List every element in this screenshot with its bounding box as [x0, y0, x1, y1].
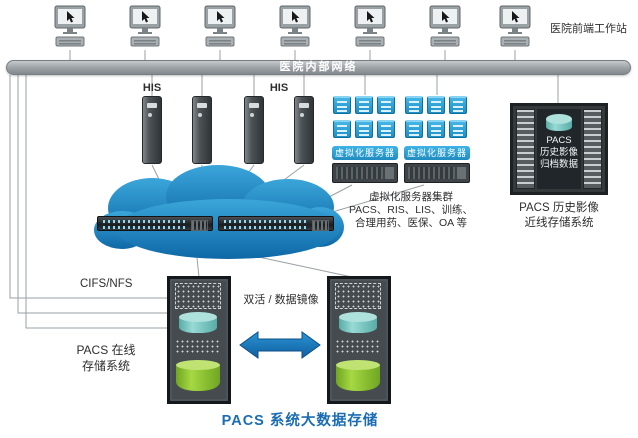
- drive-tray-icon: [335, 339, 381, 355]
- cursor-icon: [142, 11, 150, 23]
- drive-tray-icon: [175, 339, 221, 355]
- archive-panel-line: PACS: [546, 135, 572, 146]
- mirror-storage-server: [327, 276, 391, 404]
- network-switch: [97, 216, 213, 231]
- virtualization-server-badge: 虚拟化服务器: [404, 146, 470, 160]
- database-cylinder-icon: [179, 312, 217, 333]
- virtual-server-icon: [405, 96, 423, 114]
- virtualization-cluster-caption: 虚拟化服务器集群 PACS、RIS、LIS、训练、 合理用药、医保、OA 等: [342, 191, 480, 230]
- nearline-storage-array: PACS 历史影像 归档数据: [510, 103, 608, 195]
- virtualization-server-badge: 虚拟化服务器: [332, 146, 398, 160]
- cursor-icon: [67, 11, 75, 23]
- nearline-storage-caption: PACS 历史影像 近线存储系统: [508, 201, 610, 231]
- network-cloud-icon: [94, 165, 344, 259]
- cifs-nfs-label: CIFS/NFS: [80, 278, 133, 290]
- archive-data-panel: PACS 历史影像 归档数据: [537, 109, 581, 189]
- storage-rack-body: [332, 281, 386, 399]
- cursor-icon: [292, 11, 300, 23]
- rack-server: [332, 163, 398, 183]
- nearline-caption-line: 近线存储系统: [524, 217, 594, 229]
- archive-panel-line: 历史影像: [539, 147, 578, 158]
- virtual-server-icon: [333, 96, 351, 114]
- online-storage-caption: PACS 在线 存储系统: [70, 342, 142, 374]
- disk-shelf-icon: [583, 109, 602, 189]
- mirror-arrow-icon: [239, 331, 321, 359]
- workstation-icon: [203, 5, 237, 51]
- online-storage-server: [167, 276, 231, 404]
- archive-panel-line: 归档数据: [539, 159, 578, 170]
- database-cylinder-icon: [336, 360, 380, 391]
- cursor-icon: [217, 11, 225, 23]
- virtual-server-icon: [449, 120, 467, 138]
- workstation-icon: [278, 5, 312, 51]
- virtual-server-icon: [355, 96, 373, 114]
- database-cylinder-icon: [339, 312, 377, 333]
- his-label: HIS: [269, 82, 289, 94]
- online-caption-line: PACS 在线: [76, 343, 136, 357]
- cluster-caption-line: 虚拟化服务器集群: [369, 191, 453, 203]
- network-switch: [218, 216, 334, 231]
- his-tower-server: [244, 96, 264, 164]
- cursor-icon: [367, 11, 375, 23]
- workstation-icon: [53, 5, 87, 51]
- workstation-icon: [498, 5, 532, 51]
- cluster-caption-line: 合理用药、医保、OA 等: [354, 217, 467, 229]
- virtual-server-icon: [377, 96, 395, 114]
- hospital-network-bar: 医院内部网络: [6, 60, 631, 75]
- his-tower-server: [192, 96, 212, 164]
- workstation-icon: [428, 5, 462, 51]
- workstation-icon: [353, 5, 387, 51]
- rack-server: [404, 163, 470, 183]
- drive-tray-icon: [175, 283, 221, 309]
- nearline-caption-line: PACS 历史影像: [519, 202, 599, 214]
- virtual-server-icon: [405, 120, 423, 138]
- online-caption-line: 存储系统: [81, 359, 130, 373]
- drive-tray-icon: [335, 283, 381, 309]
- virtual-server-icon: [427, 120, 445, 138]
- diagram-title: PACS 系统大数据存储: [221, 413, 379, 429]
- virtual-server-icon: [449, 96, 467, 114]
- his-label: HIS: [142, 82, 162, 94]
- disk-shelf-icon: [516, 109, 535, 189]
- his-tower-server: [142, 96, 162, 164]
- cursor-icon: [442, 11, 450, 23]
- virtual-server-icon: [333, 120, 351, 138]
- virtual-server-icon: [427, 96, 445, 114]
- storage-rack-body: [172, 281, 226, 399]
- mirror-label: 双活 / 数据镜像: [243, 294, 319, 306]
- database-cylinder-icon: [176, 360, 220, 391]
- cursor-icon: [512, 11, 520, 23]
- database-cylinder-icon: [546, 114, 572, 131]
- frontend-workstation-label: 医院前端工作站: [550, 23, 627, 35]
- his-tower-server: [294, 96, 314, 164]
- virtual-server-icon: [377, 120, 395, 138]
- cluster-caption-line: PACS、RIS、LIS、训练、: [348, 204, 474, 216]
- workstation-icon: [128, 5, 162, 51]
- virtual-server-icon: [355, 120, 373, 138]
